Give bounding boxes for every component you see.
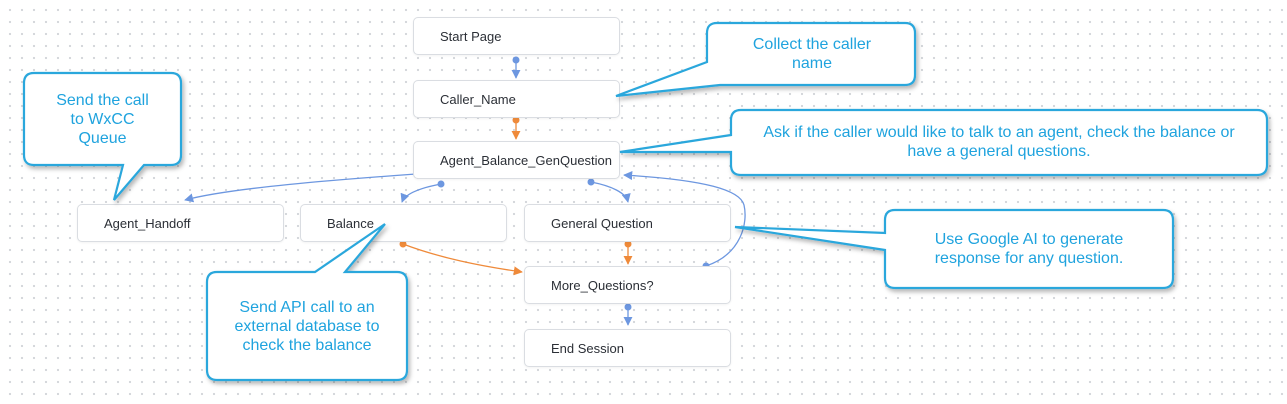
edge-port-caller[interactable] xyxy=(512,116,520,124)
node-general-question-label: General Question xyxy=(551,216,653,231)
node-more-questions[interactable]: More_Questions? xyxy=(524,266,731,304)
callout-send-api-call-text: Send API call to an external database to… xyxy=(234,298,380,354)
edge-port-start[interactable] xyxy=(512,56,520,64)
callout-collect-caller-name: Collect the caller name xyxy=(715,27,909,81)
node-general-question[interactable]: General Question xyxy=(524,204,731,242)
edge-port-more-bottom[interactable] xyxy=(624,303,632,311)
callout-collect-caller-name-text: Collect the caller name xyxy=(752,36,872,72)
callout-send-call-queue-bubble xyxy=(22,71,183,201)
edge-agq-to-general xyxy=(590,181,631,203)
edge-balance-to-more xyxy=(402,243,523,276)
callout-send-api-call-bubble xyxy=(205,223,409,382)
node-agent-handoff-label: Agent_Handoff xyxy=(104,216,191,231)
edge-more-to-agq-loop xyxy=(623,170,746,267)
callout-ask-agent-balance-text: Ask if the caller would like to talk to … xyxy=(763,124,1235,160)
node-balance[interactable]: Balance xyxy=(300,204,507,242)
node-balance-label: Balance xyxy=(327,216,374,231)
node-agent-balance-genquestion-label: Agent_Balance_GenQuestion xyxy=(440,153,613,168)
callout-send-call-queue-text: Send the call to WxCC Queue xyxy=(56,91,149,147)
callout-google-ai-bubble xyxy=(734,208,1175,290)
edge-port-balance[interactable] xyxy=(399,240,407,248)
edge-port-general[interactable] xyxy=(624,240,632,248)
callout-google-ai-text: Use Google AI to generate response for a… xyxy=(934,231,1124,267)
edge-port-agq-right[interactable] xyxy=(587,178,595,186)
node-caller-name[interactable]: Caller_Name xyxy=(413,80,620,118)
edge-port-agq-left[interactable] xyxy=(437,180,445,188)
callout-send-api-call: Send API call to an external database to… xyxy=(213,276,401,376)
node-more-questions-label: More_Questions? xyxy=(551,278,654,293)
callout-ask-agent-balance-bubble xyxy=(619,108,1269,177)
edge-agq-to-balance xyxy=(400,183,442,203)
callout-ask-agent-balance: Ask if the caller would like to talk to … xyxy=(737,113,1261,171)
node-end-session[interactable]: End Session xyxy=(524,329,731,367)
callout-collect-caller-name-bubble xyxy=(615,21,917,98)
node-agent-balance-genquestion[interactable]: Agent_Balance_GenQuestion xyxy=(413,141,620,179)
callout-google-ai: Use Google AI to generate response for a… xyxy=(891,214,1167,284)
node-agent-handoff[interactable]: Agent_Handoff xyxy=(77,204,284,242)
edge-agq-to-agent-handoff xyxy=(184,171,445,203)
node-start-page[interactable]: Start Page xyxy=(413,17,620,55)
callout-send-call-queue: Send the call to WxCC Queue xyxy=(30,77,175,161)
node-caller-name-label: Caller_Name xyxy=(440,92,516,107)
node-end-session-label: End Session xyxy=(551,341,624,356)
node-start-page-label: Start Page xyxy=(440,29,502,44)
